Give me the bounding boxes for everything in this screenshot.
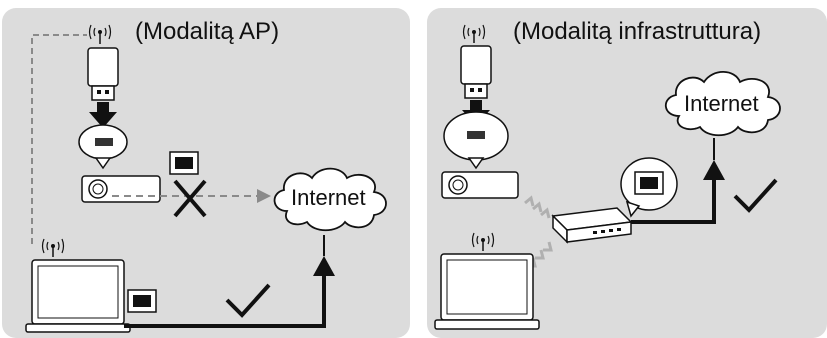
cloud-label: Internet — [684, 91, 759, 116]
ap-mode-diagram — [25, 24, 387, 333]
projector-icon — [81, 175, 161, 203]
laptop-icon — [434, 253, 540, 330]
checkmark-icon — [225, 283, 271, 318]
ethernet-port-icon — [169, 151, 199, 175]
panel-title: (Modalitą infrastruttura) — [513, 18, 762, 45]
usb-port-icon — [78, 124, 128, 170]
ap-mode-panel: (Modalitą AP) Internet — [2, 8, 410, 338]
cross-icon — [173, 179, 207, 218]
usb-dongle-icon — [460, 45, 492, 99]
ethernet-port-icon — [620, 157, 678, 218]
projector-icon — [441, 171, 519, 199]
arrow-down-icon — [89, 102, 117, 128]
panel-title: (Modalitą AP) — [135, 18, 280, 45]
wifi-signal-icon — [471, 232, 495, 251]
usb-dongle-icon — [87, 47, 119, 101]
wifi-signal-icon — [41, 238, 65, 257]
wired-link — [631, 178, 716, 224]
infrastructure-mode-panel: (Modalitą infrastruttura) Internet — [427, 8, 827, 338]
wireless-link-dashed — [31, 34, 87, 244]
ethernet-port-icon — [127, 289, 157, 313]
cloud-icon — [664, 70, 781, 137]
cloud-label: Internet — [291, 185, 366, 210]
usb-port-icon — [443, 111, 509, 170]
infrastructure-mode-diagram — [434, 24, 781, 330]
wired-link — [124, 273, 326, 328]
laptop-icon — [25, 259, 131, 333]
wifi-signal-icon — [462, 24, 486, 43]
cloud-icon — [273, 167, 387, 232]
wifi-signal-icon — [88, 24, 112, 44]
router-icon — [551, 207, 633, 244]
wireless-arrow — [524, 195, 551, 219]
checkmark-icon — [733, 178, 778, 213]
